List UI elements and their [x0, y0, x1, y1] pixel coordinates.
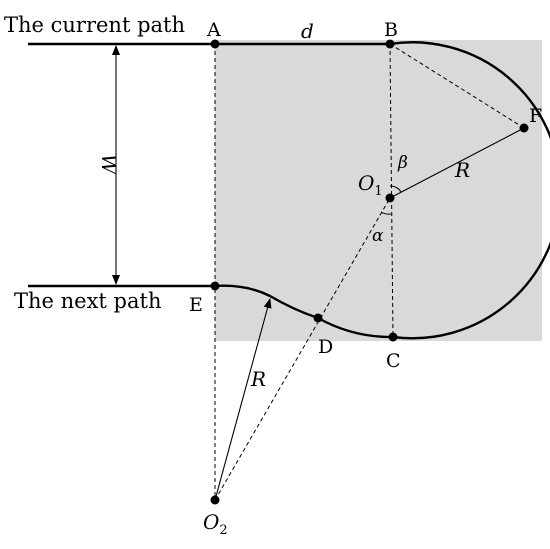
angle-alpha-label: α — [372, 226, 384, 246]
shaded-turn-region — [215, 40, 542, 341]
radius-line-o1-f — [389, 127, 525, 199]
distance-d-label: d — [301, 19, 314, 43]
point-c — [388, 332, 398, 342]
radius-arrow-o2 — [214, 298, 272, 501]
center-o1-label: O1 — [358, 171, 383, 199]
point-f — [519, 123, 529, 133]
next-path-label: The next path — [14, 289, 161, 313]
point-f-label: F — [529, 105, 542, 127]
point-c-label: C — [386, 350, 401, 372]
point-b-label: B — [384, 19, 398, 41]
point-o2 — [210, 495, 220, 505]
current-path-label: The current path — [4, 13, 185, 37]
dashed-line-o2-o1 — [214, 197, 391, 501]
dashed-line-b-f — [389, 43, 525, 129]
angle-beta-label: β — [397, 153, 408, 173]
angle-alpha-arc — [380, 211, 392, 215]
point-e-label: E — [189, 294, 203, 316]
radius-r-lower-label: R — [250, 367, 266, 391]
point-b — [385, 39, 395, 49]
point-d — [313, 313, 323, 323]
small-turn-arc — [214, 284, 319, 320]
point-e — [210, 281, 220, 291]
radius-r-upper-label: R — [454, 158, 470, 182]
point-o1 — [385, 193, 395, 203]
point-d-label: D — [318, 336, 333, 358]
point-a-label: A — [206, 19, 221, 41]
angle-beta-arc — [389, 185, 402, 193]
point-a — [210, 39, 220, 49]
center-o2-label: O2 — [203, 510, 228, 538]
width-w-label: W — [97, 154, 121, 176]
